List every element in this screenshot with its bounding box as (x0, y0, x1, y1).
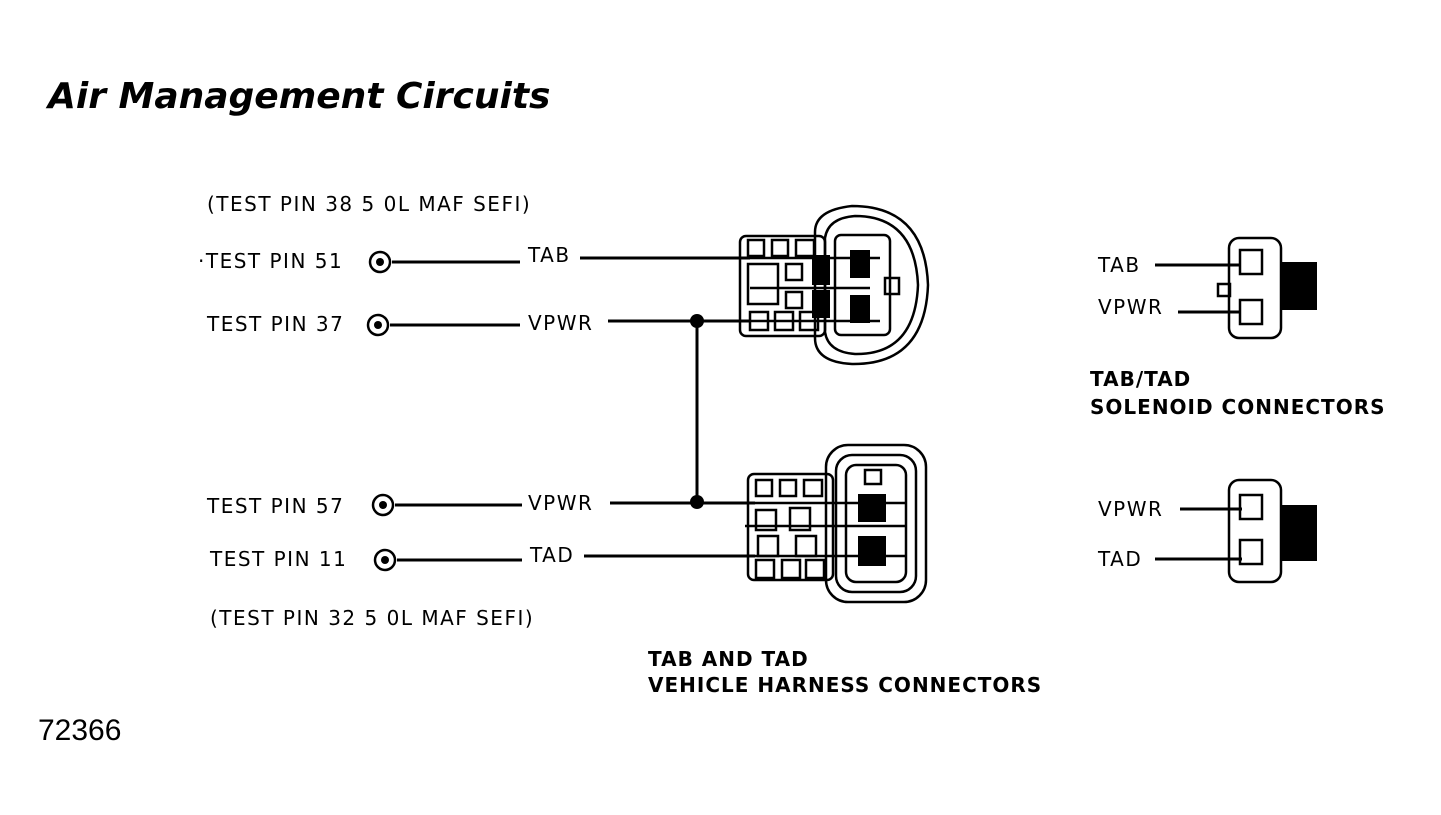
harness-connector-upper (738, 204, 930, 366)
page-title: Air Management Circuits (45, 76, 550, 117)
test-pin-terminal-icon (373, 548, 397, 572)
test-pin-label: TEST PIN 37 (206, 312, 344, 336)
test-pin-label: ·TEST PIN 51 (198, 249, 343, 273)
solenoid-label: VPWR (1098, 295, 1163, 319)
solenoid-connector-lower: VPWR TAD (1097, 478, 1317, 584)
solenoid-label: VPWR (1098, 497, 1163, 521)
solenoid-label: TAB (1097, 253, 1141, 277)
wire-label: VPWR (528, 311, 593, 335)
splice-dot-icon (690, 314, 704, 328)
test-pin-row-51: ·TEST PIN 51 TAB (198, 243, 750, 274)
harness-caption-line1: TAB AND TAD (648, 647, 809, 671)
note-top: (TEST PIN 38 5 0L MAF SEFI) (207, 192, 531, 216)
splice-dot-icon (690, 495, 704, 509)
test-pin-terminal-icon (366, 313, 390, 337)
test-pin-row-37: TEST PIN 37 VPWR (206, 311, 750, 337)
solenoid-caption-line1: TAB/TAD (1090, 367, 1191, 391)
solenoid-connector-upper: TAB VPWR (1097, 236, 1317, 340)
note-bottom: (TEST PIN 32 5 0L MAF SEFI) (210, 606, 534, 630)
solenoid-label: TAD (1097, 547, 1142, 571)
figure-number: 72366 (38, 714, 121, 747)
test-pin-terminal-icon (371, 493, 395, 517)
wire-label: TAD (529, 543, 574, 567)
harness-caption-line2: VEHICLE HARNESS CONNECTORS (648, 673, 1042, 697)
test-pin-label: TEST PIN 11 (209, 547, 347, 571)
vpwr-splice (690, 314, 704, 509)
test-pin-row-11: TEST PIN 11 TAD (209, 543, 755, 572)
test-pin-label: TEST PIN 57 (206, 494, 344, 518)
wire-label: TAB (527, 243, 571, 267)
wire-label: VPWR (528, 491, 593, 515)
solenoid-caption-line2: SOLENOID CONNECTORS (1090, 395, 1386, 419)
test-pin-terminal-icon (368, 250, 392, 274)
harness-connector-lower (745, 443, 928, 604)
test-pin-row-57: TEST PIN 57 VPWR (206, 491, 755, 518)
